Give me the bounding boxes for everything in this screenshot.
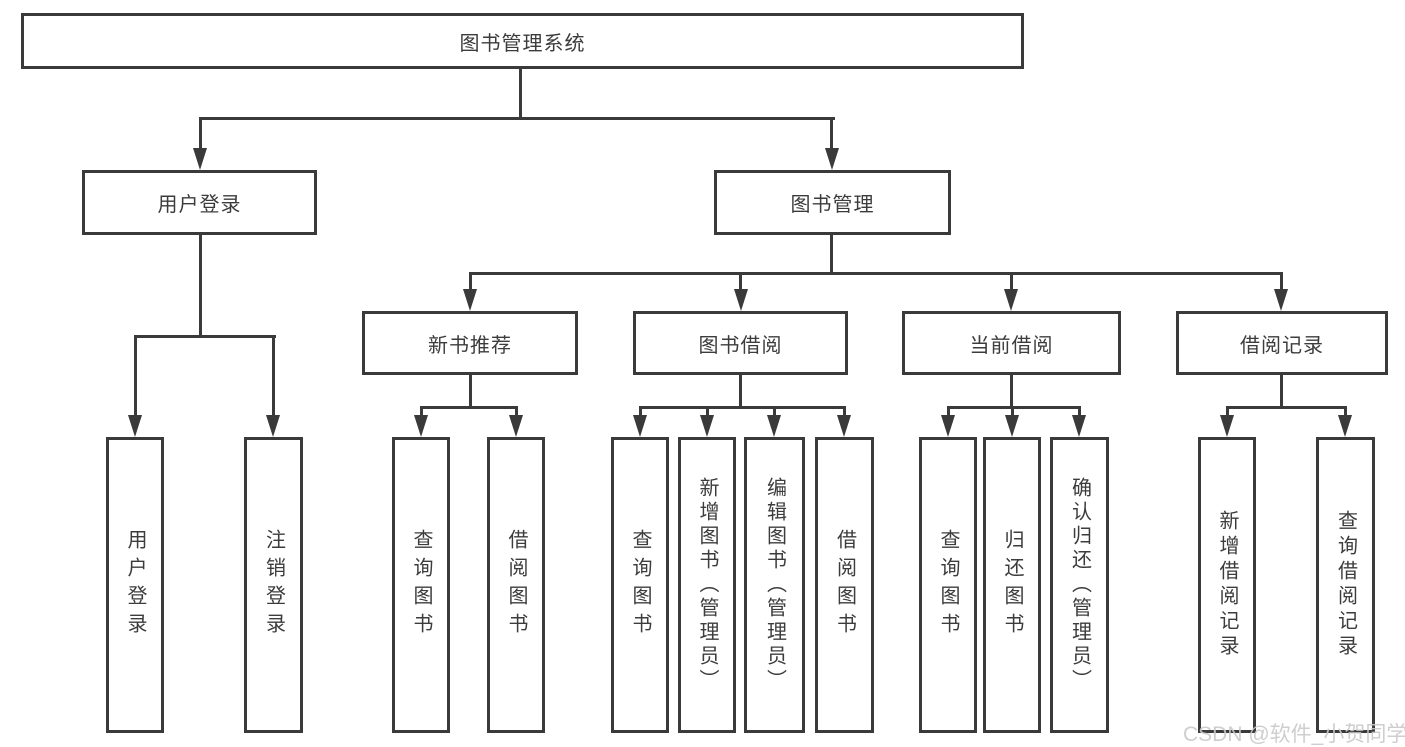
connector-line	[134, 335, 137, 417]
connector-line	[199, 233, 202, 338]
arrowhead-down-icon	[837, 415, 851, 437]
connector-line	[1226, 406, 1347, 409]
arrowhead-down-icon	[633, 415, 647, 437]
connector-line	[1280, 272, 1283, 291]
connector-line	[1011, 406, 1014, 417]
connector-line	[272, 335, 275, 417]
connector-line	[739, 272, 742, 291]
arrowhead-down-icon	[128, 415, 142, 437]
leaf-query-books-borrow: 查询图书	[611, 437, 669, 733]
connector-line	[1078, 406, 1081, 417]
arrowhead-down-icon	[1072, 415, 1086, 437]
arrowhead-down-icon	[1338, 415, 1352, 437]
connector-line	[1226, 406, 1229, 417]
arrowhead-down-icon	[825, 148, 839, 170]
arrowhead-down-icon	[414, 415, 428, 437]
leaf-user-login: 用户登录	[106, 437, 164, 733]
connector-line	[469, 272, 472, 291]
connector-line	[639, 406, 846, 409]
leaf-logout: 注销登录	[244, 437, 303, 733]
connector-line	[420, 406, 423, 417]
arrowhead-down-icon	[1274, 289, 1288, 311]
arrowhead-down-icon	[193, 148, 207, 170]
connector-line	[420, 406, 518, 409]
leaf-add-borrow-record: 新增借阅记录	[1198, 437, 1256, 733]
node-current-borrow: 当前借阅	[902, 311, 1121, 375]
connector-line	[830, 117, 833, 151]
leaf-borrow-books-recommend: 借阅图书	[487, 437, 545, 733]
connector-line	[1280, 374, 1283, 409]
connector-line	[134, 335, 276, 338]
connector-line	[519, 69, 522, 119]
arrowhead-down-icon	[1004, 289, 1018, 311]
arrowhead-down-icon	[734, 289, 748, 311]
connector-line	[199, 117, 202, 151]
connector-line	[1344, 406, 1347, 417]
node-book-management: 图书管理	[714, 170, 951, 235]
leaf-query-books-recommend: 查询图书	[392, 437, 450, 733]
node-user-login: 用户登录	[82, 170, 317, 235]
connector-line	[1010, 272, 1013, 291]
connector-line	[843, 406, 846, 417]
connector-line	[773, 406, 776, 417]
arrowhead-down-icon	[266, 415, 280, 437]
arrowhead-down-icon	[941, 415, 955, 437]
node-root: 图书管理系统	[21, 13, 1024, 69]
arrowhead-down-icon	[463, 289, 477, 311]
connector-line	[739, 374, 742, 409]
arrowhead-down-icon	[1220, 415, 1234, 437]
arrowhead-down-icon	[767, 415, 781, 437]
leaf-edit-books-admin: 编辑图书（管理员）	[744, 437, 805, 733]
connector-line	[199, 117, 835, 120]
connector-line	[639, 406, 642, 417]
node-borrow-records: 借阅记录	[1176, 311, 1388, 375]
leaf-query-books-current: 查询图书	[919, 437, 977, 733]
arrowhead-down-icon	[1005, 415, 1019, 437]
connector-line	[947, 406, 1081, 409]
connector-line	[515, 406, 518, 417]
connector-line	[830, 233, 833, 274]
leaf-add-books-admin: 新增图书（管理员）	[678, 437, 736, 733]
csdn-watermark: CSDN @软件_小贺同学	[1183, 723, 1405, 746]
arrowhead-down-icon	[700, 415, 714, 437]
connector-line	[706, 406, 709, 417]
leaf-return-books: 归还图书	[983, 437, 1041, 733]
leaf-query-borrow-record: 查询借阅记录	[1316, 437, 1375, 733]
leaf-borrow-books: 借阅图书	[815, 437, 874, 733]
leaf-confirm-return-admin: 确认归还（管理员）	[1050, 437, 1109, 733]
connector-line	[947, 406, 950, 417]
connector-line	[469, 272, 1283, 275]
node-book-borrow: 图书借阅	[633, 311, 848, 375]
connector-line	[469, 374, 472, 409]
node-new-book-recommend: 新书推荐	[362, 311, 578, 375]
arrowhead-down-icon	[509, 415, 523, 437]
connector-line	[1010, 374, 1013, 409]
